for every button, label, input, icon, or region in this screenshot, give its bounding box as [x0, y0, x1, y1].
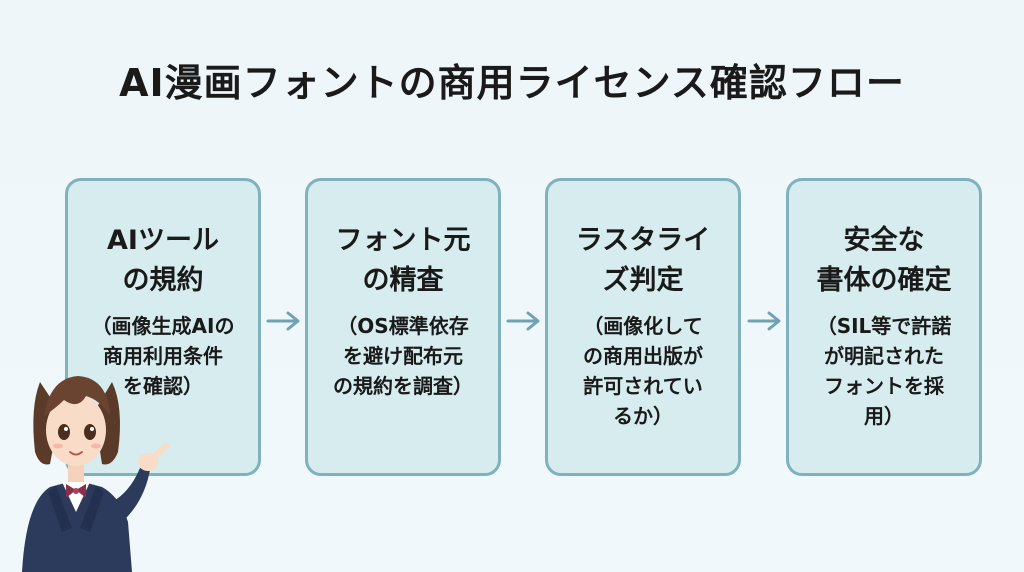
step-heading: フォント元 の精査 [308, 221, 498, 301]
step-heading: AIツール の規約 [68, 221, 258, 301]
step-description-line: フォントを採 [824, 374, 944, 398]
arrow-right-icon [266, 311, 300, 331]
step-description-line: が明記された [824, 344, 944, 368]
step-description-line: 許可されてい [583, 374, 703, 398]
step-description-line: （OS標準依存 [337, 314, 469, 338]
step-description-line: 商用利用条件 [103, 344, 223, 368]
step-heading-line: フォント元 [335, 225, 471, 256]
step-description: （SIL等で許諾 が明記された フォントを採 用） [789, 311, 979, 431]
step-description: （OS標準依存 を避け配布元 の規約を調査） [308, 311, 498, 401]
step-heading-line: 書体の確定 [816, 265, 952, 296]
step-heading-line: ラスタライ [575, 225, 711, 256]
step-description-line: 用） [864, 404, 904, 428]
arrow-right-icon [506, 311, 540, 331]
step-box-rasterize-check: ラスタライ ズ判定 （画像化して の商用出版が 許可されてい るか） [545, 178, 741, 476]
step-description-line: るか） [613, 404, 673, 428]
step-description-line: の規約を調査） [333, 374, 473, 398]
step-description: （画像生成AIの 商用利用条件 を確認） [68, 311, 258, 401]
step-description-line: （画像化して [583, 314, 703, 338]
step-heading-line: ズ判定 [602, 265, 684, 296]
step-heading: ラスタライ ズ判定 [548, 221, 738, 301]
step-heading-line: AIツール [107, 225, 219, 256]
presenter-character-illustration [22, 376, 170, 572]
diagram-title: AI漫画フォントの商用ライセンス確認フロー [119, 61, 905, 105]
step-description-line: を確認） [123, 374, 203, 398]
arrow-right-icon [747, 311, 781, 331]
step-description-line: （SIL等で許諾 [816, 314, 952, 338]
step-description: （画像化して の商用出版が 許可されてい るか） [548, 311, 738, 431]
step-heading-line: の規約 [122, 265, 204, 296]
step-heading-line: 安全な [843, 225, 925, 256]
step-heading: 安全な 書体の確定 [789, 221, 979, 301]
step-description-line: の商用出版が [583, 344, 703, 368]
step-heading-line: の精査 [362, 265, 444, 296]
step-description-line: を避け配布元 [343, 344, 463, 368]
step-box-safe-font-decision: 安全な 書体の確定 （SIL等で許諾 が明記された フォントを採 用） [786, 178, 982, 476]
step-box-font-source-review: フォント元 の精査 （OS標準依存 を避け配布元 の規約を調査） [305, 178, 501, 476]
step-description-line: （画像生成AIの [91, 314, 235, 338]
